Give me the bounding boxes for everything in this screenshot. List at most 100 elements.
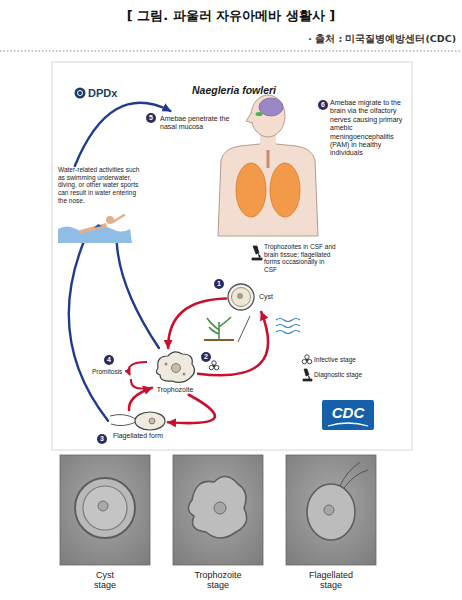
promitosis-loop [131,379,149,389]
photo-caption: Flagellated stage [301,570,361,591]
soil-plant-icon [204,317,234,340]
flagellated-cell [307,484,355,540]
swimmer-arm [113,215,124,222]
trophozoite-nucleus [172,364,181,373]
dpdx-icon [78,91,83,96]
swimmer-body [78,223,107,234]
logo-text: CDC [322,404,374,421]
life-cycle-arrow [168,395,215,423]
stage-node: Amebae penetrate the nasal mucosa [160,111,230,132]
diagram-title: [ 그림. 파울러 자유아메바 생활사 ] [0,7,462,25]
life-cycle-arrow [198,312,268,375]
step-text: Amebae migrate to the brain via the olfa… [330,99,408,158]
life-cycle-arrow [129,388,152,410]
head [251,95,285,137]
stage-node: Water-related activities such as swimmin… [58,166,142,243]
stage-node: Flagellated form [108,410,168,441]
microscope-icon [252,246,262,260]
biohazard-icon [305,355,309,359]
photo-caption: Trophozoite stage [188,570,248,591]
cyst-nucleus [98,501,108,511]
diagnostic-note: Trophozoites in CSF and brain tissue; fl… [264,243,336,274]
callout-number: 3 [97,434,107,444]
exposure-text: Water-related activities such as swimmin… [58,166,142,204]
stage-node: Trophozoite [152,348,198,395]
biohazard-icon [307,359,311,363]
source-note: · 출처 : 미국질병예방센터(CDC) [308,33,456,46]
callout-number: 2 [201,352,211,362]
life-cycle-arrow [168,299,226,349]
lung [236,163,266,217]
flagellated-photo [286,455,376,565]
biohazard-icon [212,361,216,365]
water-waves [276,319,300,334]
trophozoite-illustration [152,348,198,386]
stage-node: Amebae migrate to the brain via the olfa… [330,99,408,158]
callout-number: 5 [146,113,156,123]
callout-number: 4 [104,355,114,365]
human-figure [218,95,318,236]
process-label: Promitosis [92,368,122,375]
cyst-wall [228,284,254,310]
cyst-nucleus [237,293,243,299]
cdc-logo [322,400,374,430]
stage-node: Cyst [226,282,273,312]
brain [259,98,283,116]
trophozoite-photo [173,455,263,565]
vacuole [165,363,168,366]
swimmer-illustration [58,207,132,243]
diagram-frame [52,62,412,450]
infection-arrow [75,103,171,166]
trachea [267,150,270,168]
torso [218,144,318,236]
dotted-rule [0,51,462,52]
legend-text: Diagnostic stage [314,371,362,378]
callout-number: 6 [318,100,328,110]
flagellate-body [135,412,165,430]
photo-caption: Cyst stage [90,570,120,591]
cyst-cell [75,478,135,538]
callout-number: 1 [214,279,224,289]
nose [246,112,252,123]
lung [270,163,300,217]
swimsuit [94,224,102,228]
flagella [340,462,368,488]
trophozoite-cell [188,476,246,538]
slash [238,316,250,342]
cyst-illustration [226,282,256,312]
trophozoite-nucleus [214,502,226,514]
plant [207,317,231,340]
cyst-photo [60,455,150,565]
biohazard-icon [214,365,218,369]
logo-text: DPDx [88,87,117,99]
stage-name: Flagellated form [113,432,163,441]
species-name: Naegleria fowleri [192,84,276,96]
flagellated-nucleus [324,505,334,515]
microscope-icon [252,246,262,260]
olfactory-bulb [256,112,263,116]
cyst-inner [232,288,251,307]
promitosis-loop [129,362,147,375]
biohazard-icon [209,365,213,369]
biohazard-icon [302,359,306,363]
legend-text: Infective stage [314,356,356,363]
legend-microscope-icon [303,369,312,381]
flagellated-illustration [108,410,168,432]
infection-arrow [117,243,159,348]
flagellate-nucleus [149,418,155,424]
photo-panel [60,455,376,565]
infection-arrow [69,243,108,420]
stage-name: Trophozoite [157,386,194,395]
cdc-logo-swoosh [328,423,368,426]
step-text: Amebae penetrate the nasal mucosa [160,115,230,132]
legend-biohazard-icon [302,355,312,364]
flagella [110,415,136,426]
stage-name: Cyst [259,293,273,302]
trophozoite-body [156,352,194,383]
water-icon [276,319,300,334]
biohazard-icon [209,361,219,370]
cyst-wall [83,486,127,530]
vacuole [183,373,186,376]
dpdx-icon [75,88,86,99]
